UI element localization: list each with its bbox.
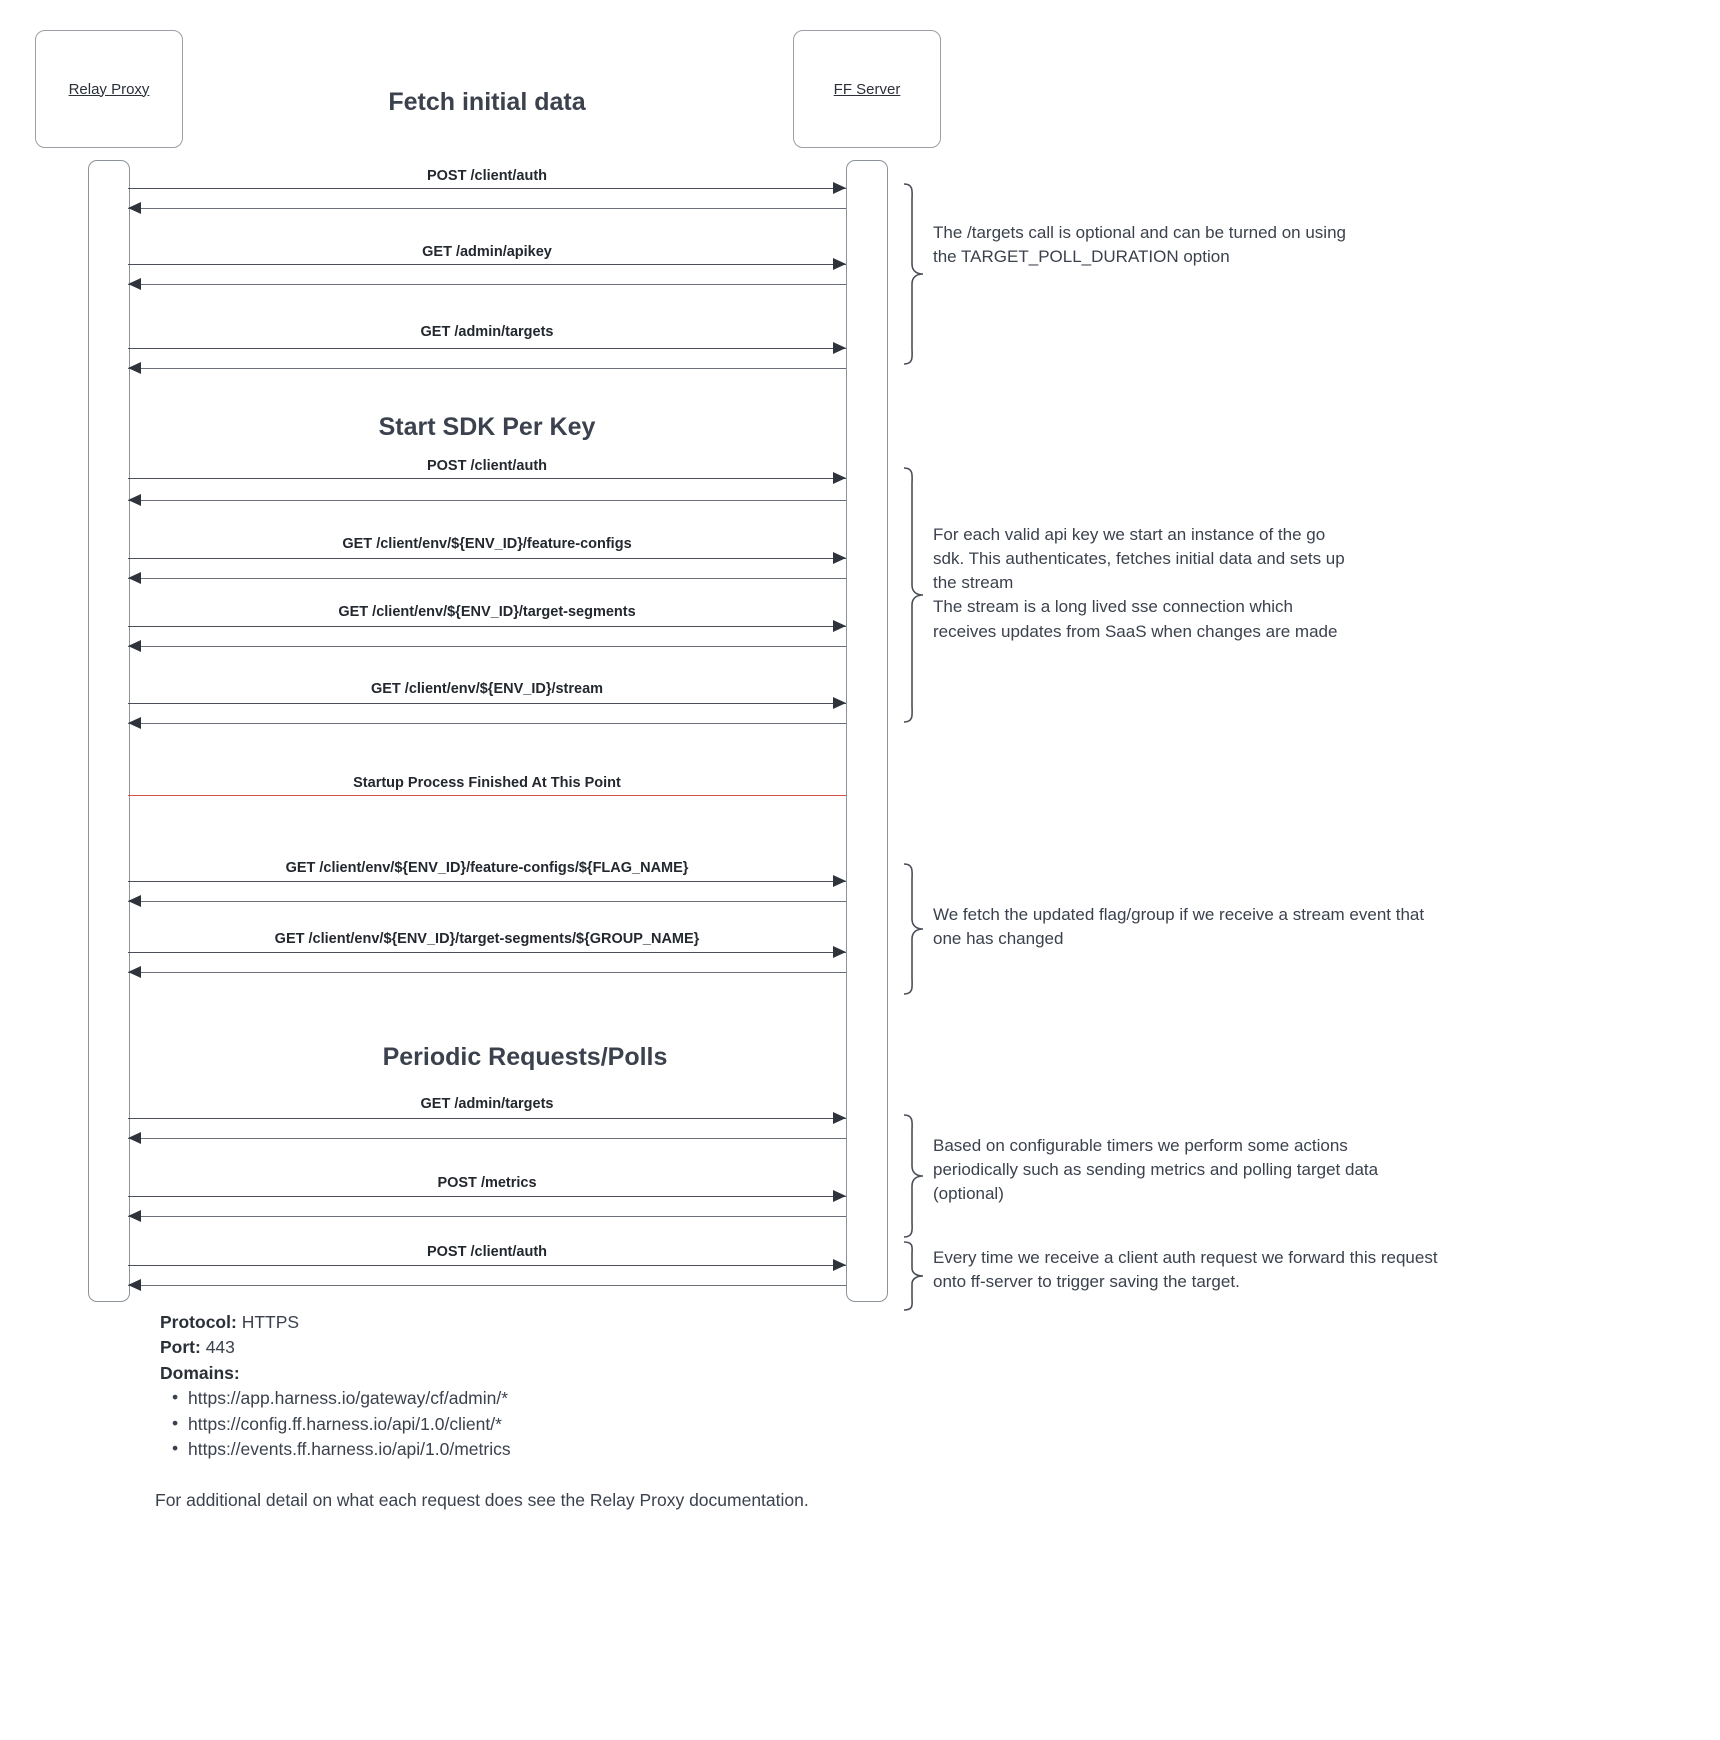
actor-label-relay-proxy: Relay Proxy: [68, 80, 150, 98]
message-line-request: [128, 348, 846, 349]
message-label-get-stream: GET /client/env/${ENV_ID}/stream: [370, 681, 604, 697]
note-targets-optional: The /targets call is optional and can be…: [933, 223, 1346, 267]
brace-targets-optional: [900, 182, 926, 366]
arrow-head-left-icon: [128, 494, 141, 506]
brace-stream-update: [900, 862, 926, 996]
message-line-request: [128, 558, 846, 559]
list-item: https://app.harness.io/gateway/cf/admin/…: [172, 1385, 860, 1411]
note-stream-update: We fetch the updated flag/group if we re…: [933, 905, 1425, 949]
footer-domains-label: Domains:: [160, 1362, 240, 1383]
message-label-post-metrics: POST /metrics: [437, 1175, 537, 1191]
message-line-reply: [128, 901, 846, 902]
actor-box-relay-proxy[interactable]: Relay Proxy: [35, 30, 183, 148]
note-client-auth-forward: Every time we receive a client auth requ…: [933, 1248, 1438, 1292]
section-title-start-sdk-per-key: Start SDK Per Key: [378, 413, 596, 441]
arrow-head-right-icon: [833, 875, 846, 887]
arrow-head-left-icon: [128, 362, 141, 374]
message-label-get-target-segment-by-group: GET /client/env/${ENV_ID}/target-segment…: [274, 931, 700, 947]
lifeline-bar-relay-proxy: [88, 160, 130, 1302]
footer-protocol-row: Protocol: HTTPS: [160, 1310, 860, 1335]
message-line-reply: [128, 1216, 846, 1217]
footer-documentation-note: For additional detail on what each reque…: [155, 1490, 809, 1510]
arrow-head-right-icon: [833, 1190, 846, 1202]
arrow-head-right-icon: [833, 620, 846, 632]
footer-protocol-value: HTTPS: [241, 1312, 300, 1332]
message-line-request: [128, 626, 846, 627]
footer-details: Protocol: HTTPS Port: 443 Domains: https…: [160, 1310, 860, 1462]
divider-line: [128, 795, 846, 796]
message-line-request: [128, 478, 846, 479]
message-label-get-target-segments: GET /client/env/${ENV_ID}/target-segment…: [338, 604, 636, 620]
arrow-head-left-icon: [128, 278, 141, 290]
arrow-head-left-icon: [128, 1132, 141, 1144]
list-item: https://config.ff.harness.io/api/1.0/cli…: [172, 1410, 860, 1437]
footer-domains-label-row: Domains:: [160, 1361, 860, 1386]
arrow-head-right-icon: [833, 552, 846, 564]
arrow-head-right-icon: [833, 946, 846, 958]
message-line-reply: [128, 578, 846, 579]
arrow-head-right-icon: [833, 697, 846, 709]
note-sdk-instance: For each valid api key we start an insta…: [933, 525, 1345, 641]
lifeline-bar-ff-server: [846, 160, 888, 1302]
message-line-request: [128, 188, 846, 189]
message-label-post-client-auth-1: POST /client/auth: [426, 168, 548, 184]
brace-periodic-timers: [900, 1113, 926, 1239]
divider-label-startup-finished: Startup Process Finished At This Point: [353, 775, 621, 791]
arrow-head-right-icon: [833, 258, 846, 270]
message-line-request: [128, 1196, 846, 1197]
message-label-get-admin-targets-2: GET /admin/targets: [420, 1096, 554, 1112]
arrow-head-left-icon: [128, 202, 141, 214]
footer-protocol-label: Protocol:: [160, 1312, 237, 1332]
brace-client-auth-forward: [900, 1240, 926, 1312]
message-label-post-client-auth-3: POST /client/auth: [426, 1244, 548, 1260]
footer-port-row: Port: 443: [160, 1335, 860, 1360]
arrow-head-right-icon: [833, 472, 846, 484]
brace-sdk-instance: [900, 466, 926, 724]
arrow-head-right-icon: [833, 182, 846, 194]
message-line-reply: [128, 208, 846, 209]
footer-port-value: 443: [205, 1337, 235, 1358]
message-line-request: [128, 881, 846, 882]
arrow-head-left-icon: [128, 1279, 141, 1291]
message-line-request: [128, 703, 846, 704]
footer-port-label: Port:: [160, 1337, 201, 1358]
message-line-reply: [128, 500, 846, 501]
message-line-reply: [128, 1285, 846, 1286]
message-line-reply: [128, 368, 846, 369]
message-label-get-admin-apikey: GET /admin/apikey: [422, 244, 552, 260]
section-title-periodic-requests: Periodic Requests/Polls: [382, 1043, 668, 1071]
arrow-head-left-icon: [128, 572, 141, 584]
arrow-head-right-icon: [833, 342, 846, 354]
arrow-head-left-icon: [128, 895, 141, 907]
message-label-get-feature-config-by-flag: GET /client/env/${ENV_ID}/feature-config…: [285, 860, 689, 876]
list-item: https://events.ff.harness.io/api/1.0/met…: [172, 1436, 860, 1462]
actor-label-ff-server: FF Server: [833, 80, 901, 98]
message-label-post-client-auth-2: POST /client/auth: [426, 458, 548, 474]
section-title-fetch-initial-data: Fetch initial data: [388, 88, 586, 116]
message-line-request: [128, 1118, 846, 1119]
message-line-reply: [128, 972, 846, 973]
arrow-head-right-icon: [833, 1259, 846, 1271]
actor-box-ff-server[interactable]: FF Server: [793, 30, 941, 148]
message-line-reply: [128, 1138, 846, 1139]
message-line-reply: [128, 646, 846, 647]
arrow-head-right-icon: [833, 1112, 846, 1124]
message-line-request: [128, 264, 846, 265]
note-periodic-timers: Based on configurable timers we perform …: [933, 1136, 1379, 1204]
message-line-request: [128, 1265, 846, 1266]
footer-domain-list: https://app.harness.io/gateway/cf/admin/…: [160, 1385, 860, 1462]
message-line-reply: [128, 723, 846, 724]
message-line-reply: [128, 284, 846, 285]
message-label-get-admin-targets-1: GET /admin/targets: [420, 324, 554, 340]
message-line-request: [128, 952, 846, 953]
arrow-head-left-icon: [128, 717, 141, 729]
message-label-get-feature-configs: GET /client/env/${ENV_ID}/feature-config…: [342, 536, 632, 552]
arrow-head-left-icon: [128, 1210, 141, 1222]
arrow-head-left-icon: [128, 966, 141, 978]
arrow-head-left-icon: [128, 640, 141, 652]
